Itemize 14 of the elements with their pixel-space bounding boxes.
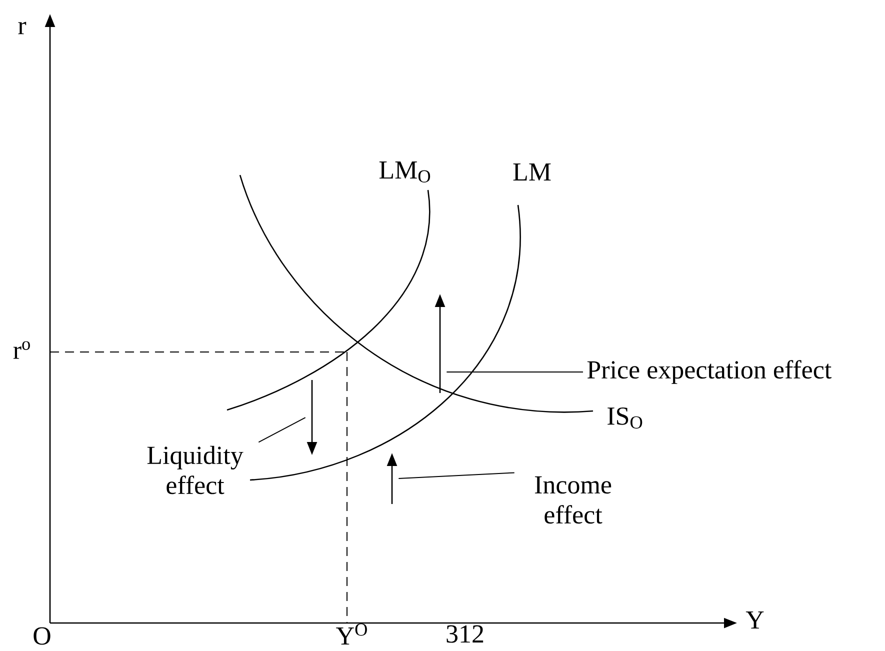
curve-label: LM$_{O}$ [379,162,430,182]
page-number: 312 [446,625,484,643]
axis-label: r$^{o}$ [13,341,30,359]
axis-label: r [18,22,26,34]
effect-label: Income effect [534,476,612,524]
curve-label: IS$_{O}$ [608,407,642,429]
leader-line [398,472,515,479]
effect-label: Liquidity effect [147,446,244,494]
origin-label: O [34,627,50,645]
leader-line [258,417,306,443]
curve-label: LM [513,163,551,181]
effect-label: Price expectation effect [587,360,832,384]
axis-label: Y$^{O}$ [336,623,367,645]
axis-label: Y [746,612,764,629]
